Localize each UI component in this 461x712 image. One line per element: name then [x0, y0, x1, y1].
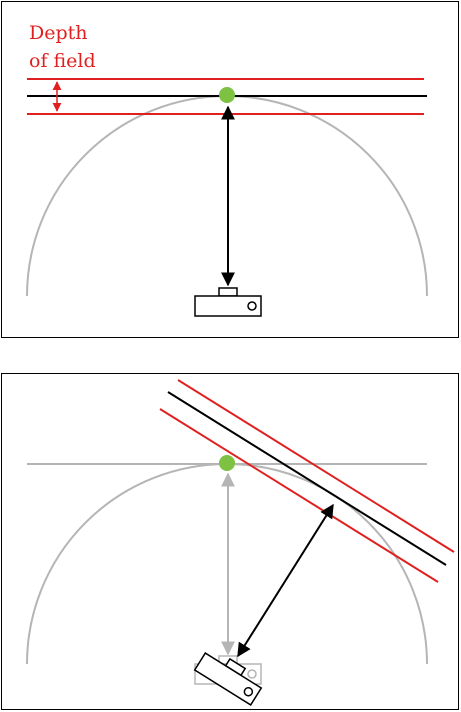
top-panel: Depth of field [1, 1, 459, 338]
dof-near-limit [159, 408, 439, 583]
dof-label-line1: Depth [29, 22, 88, 44]
dof-label-line2: of field [29, 50, 96, 72]
bottom-panel [1, 373, 459, 710]
bottom-diagram [26, 379, 455, 707]
subject-dot [219, 87, 235, 103]
top-diagram: Depth of field [26, 22, 428, 317]
distance-arrow [237, 503, 334, 658]
camera-icon [193, 651, 263, 707]
camera-icon [194, 287, 262, 317]
dof-far-limit [177, 379, 455, 553]
focus-plane [167, 391, 447, 566]
subject-dot [219, 455, 235, 471]
